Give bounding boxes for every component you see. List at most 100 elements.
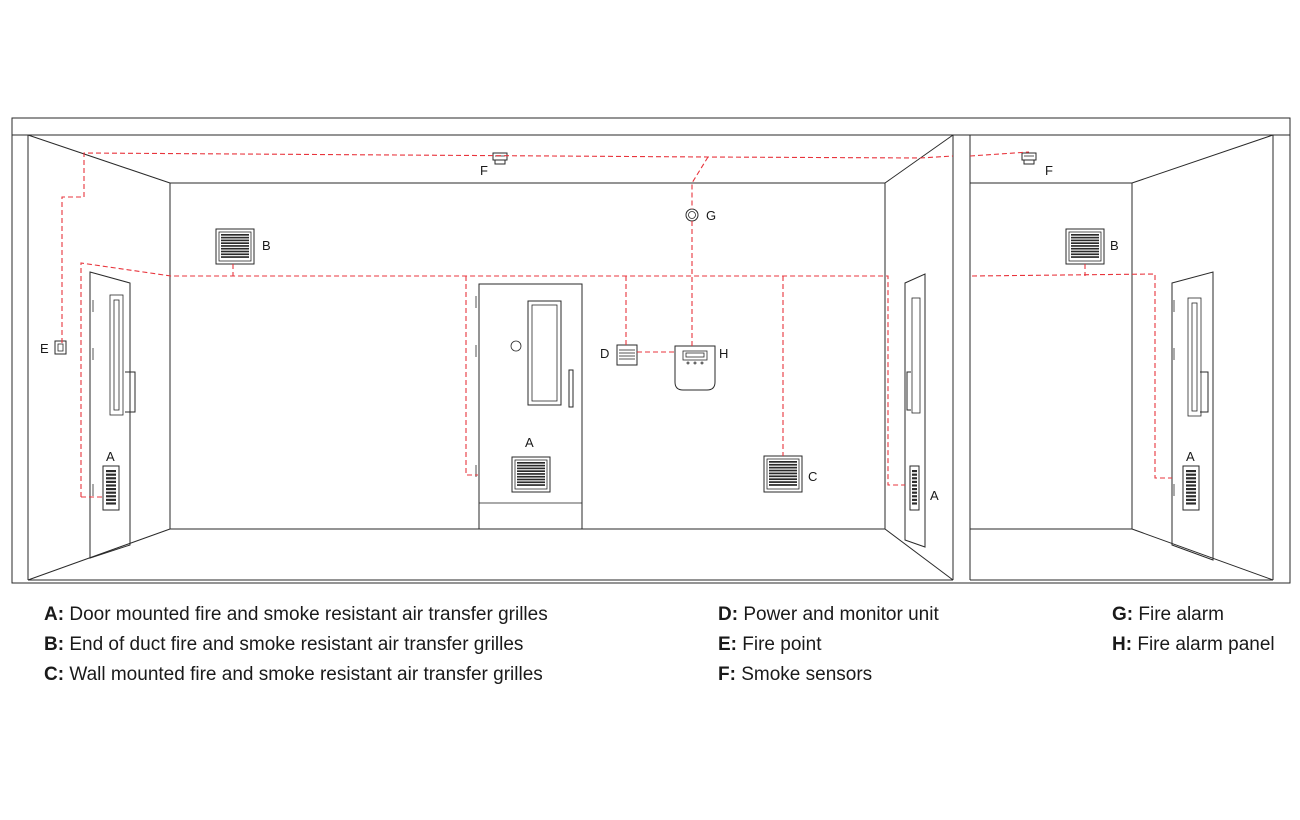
grille-slat bbox=[517, 484, 545, 486]
grille-slat bbox=[221, 245, 249, 247]
grille-slat bbox=[1071, 239, 1099, 242]
label-a-centre: A bbox=[525, 435, 534, 450]
grille-slat bbox=[1186, 495, 1196, 498]
grille-slat bbox=[912, 480, 917, 483]
legend-key: B: bbox=[44, 634, 65, 655]
grille-slat bbox=[1186, 480, 1196, 483]
left-wall-door bbox=[89, 271, 136, 559]
label-h: H bbox=[719, 346, 728, 361]
grille-slat bbox=[517, 470, 545, 472]
legend-text: Smoke sensors bbox=[741, 664, 873, 685]
label-a-side: A bbox=[1186, 449, 1195, 464]
grille-slat bbox=[1186, 473, 1196, 476]
legend-key: E: bbox=[718, 634, 737, 655]
grille-slat bbox=[769, 475, 797, 478]
grille-slat bbox=[517, 462, 545, 464]
label-g: G bbox=[706, 208, 716, 223]
label-a-right: A bbox=[930, 488, 939, 503]
alarm-wiring bbox=[61, 151, 1172, 498]
legend-text: Fire alarm panel bbox=[1137, 634, 1275, 655]
grille-slat bbox=[769, 472, 797, 475]
grille-slat bbox=[106, 480, 116, 483]
grille-a-right-door bbox=[912, 470, 917, 505]
grille-slat bbox=[106, 484, 116, 487]
side-room-door bbox=[1171, 271, 1214, 561]
legend-item-f: F: Smoke sensors bbox=[718, 660, 939, 690]
legend-item-e: E: Fire point bbox=[718, 630, 939, 660]
grille-slat bbox=[912, 477, 917, 480]
grille-slat bbox=[221, 256, 249, 258]
legend-item-g: G: Fire alarm bbox=[1112, 600, 1275, 630]
legend-text: Power and monitor unit bbox=[743, 604, 939, 625]
legend-key: G: bbox=[1112, 604, 1134, 625]
label-e: E bbox=[40, 341, 49, 356]
label-d: D bbox=[600, 346, 609, 361]
grille-slat bbox=[517, 478, 545, 481]
fire-alarm-panel-icon bbox=[674, 345, 716, 391]
grille-slat bbox=[221, 242, 249, 244]
legend-text: Fire alarm bbox=[1138, 604, 1224, 625]
grille-slat bbox=[769, 469, 797, 472]
grille-slat bbox=[769, 463, 797, 466]
building-diagram: F F G B B E D H A A A C A bbox=[11, 117, 1291, 584]
grille-slat bbox=[912, 491, 917, 494]
power-monitor-unit-icon bbox=[616, 344, 638, 366]
legend-text: Fire point bbox=[742, 634, 822, 655]
grille-slat bbox=[106, 498, 116, 501]
legend-key: D: bbox=[718, 604, 739, 625]
legend-item-d: D: Power and monitor unit bbox=[718, 600, 939, 630]
grille-slat bbox=[517, 467, 545, 470]
grille-slat bbox=[221, 239, 249, 242]
grille-slat bbox=[1071, 253, 1099, 256]
grille-slat bbox=[106, 495, 116, 498]
grille-slat bbox=[106, 488, 116, 491]
grille-slat bbox=[1186, 498, 1196, 501]
grille-slat bbox=[221, 234, 249, 236]
grille-slat bbox=[221, 247, 249, 250]
grille-a-centre-door bbox=[511, 456, 551, 493]
legend-text: Wall mounted fire and smoke resistant ai… bbox=[69, 664, 543, 685]
grille-slat bbox=[106, 473, 116, 476]
legend-column-1: A: Door mounted fire and smoke resistant… bbox=[44, 600, 548, 690]
grille-slat bbox=[1071, 247, 1099, 250]
grille-slat bbox=[769, 466, 797, 469]
grille-slat bbox=[912, 473, 917, 476]
legend-item-b: B: End of duct fire and smoke resistant … bbox=[44, 630, 548, 660]
grille-slat bbox=[517, 481, 545, 484]
legend-key: F: bbox=[718, 664, 736, 685]
grille-slat bbox=[912, 502, 917, 505]
label-c: C bbox=[808, 469, 817, 484]
grille-slat bbox=[1186, 491, 1196, 494]
grille-slat bbox=[517, 473, 545, 475]
grille-slat bbox=[912, 495, 917, 498]
grille-slat bbox=[517, 475, 545, 478]
label-b-side: B bbox=[1110, 238, 1119, 253]
grille-slat bbox=[769, 481, 797, 483]
grille-b-main bbox=[215, 228, 255, 265]
grille-b-side bbox=[1065, 228, 1105, 265]
grille-slat bbox=[221, 236, 249, 239]
main-room bbox=[27, 134, 954, 581]
fire-point-icon bbox=[54, 340, 67, 355]
grille-slat bbox=[1186, 470, 1196, 473]
grille-slat bbox=[1071, 250, 1099, 253]
grille-slat bbox=[1186, 488, 1196, 491]
grille-slat bbox=[1186, 477, 1196, 480]
grille-slat bbox=[1071, 256, 1099, 258]
legend-item-c: C: Wall mounted fire and smoke resistant… bbox=[44, 660, 548, 690]
grille-slat bbox=[106, 470, 116, 473]
grille-slat bbox=[1071, 245, 1099, 247]
grille-slat bbox=[912, 470, 917, 473]
smoke-sensor-side-icon bbox=[1021, 152, 1037, 165]
grille-slat bbox=[912, 484, 917, 487]
grille-slat bbox=[1071, 236, 1099, 239]
label-a-left: A bbox=[106, 449, 115, 464]
legend-column-3: G: Fire alarm H: Fire alarm panel bbox=[1112, 600, 1275, 660]
legend-item-h: H: Fire alarm panel bbox=[1112, 630, 1275, 660]
grille-slat bbox=[1186, 484, 1196, 487]
smoke-sensor-icon bbox=[492, 152, 508, 165]
grille-slat bbox=[517, 464, 545, 467]
centre-door bbox=[475, 283, 583, 530]
legend-key: H: bbox=[1112, 634, 1133, 655]
side-room bbox=[969, 134, 1274, 581]
